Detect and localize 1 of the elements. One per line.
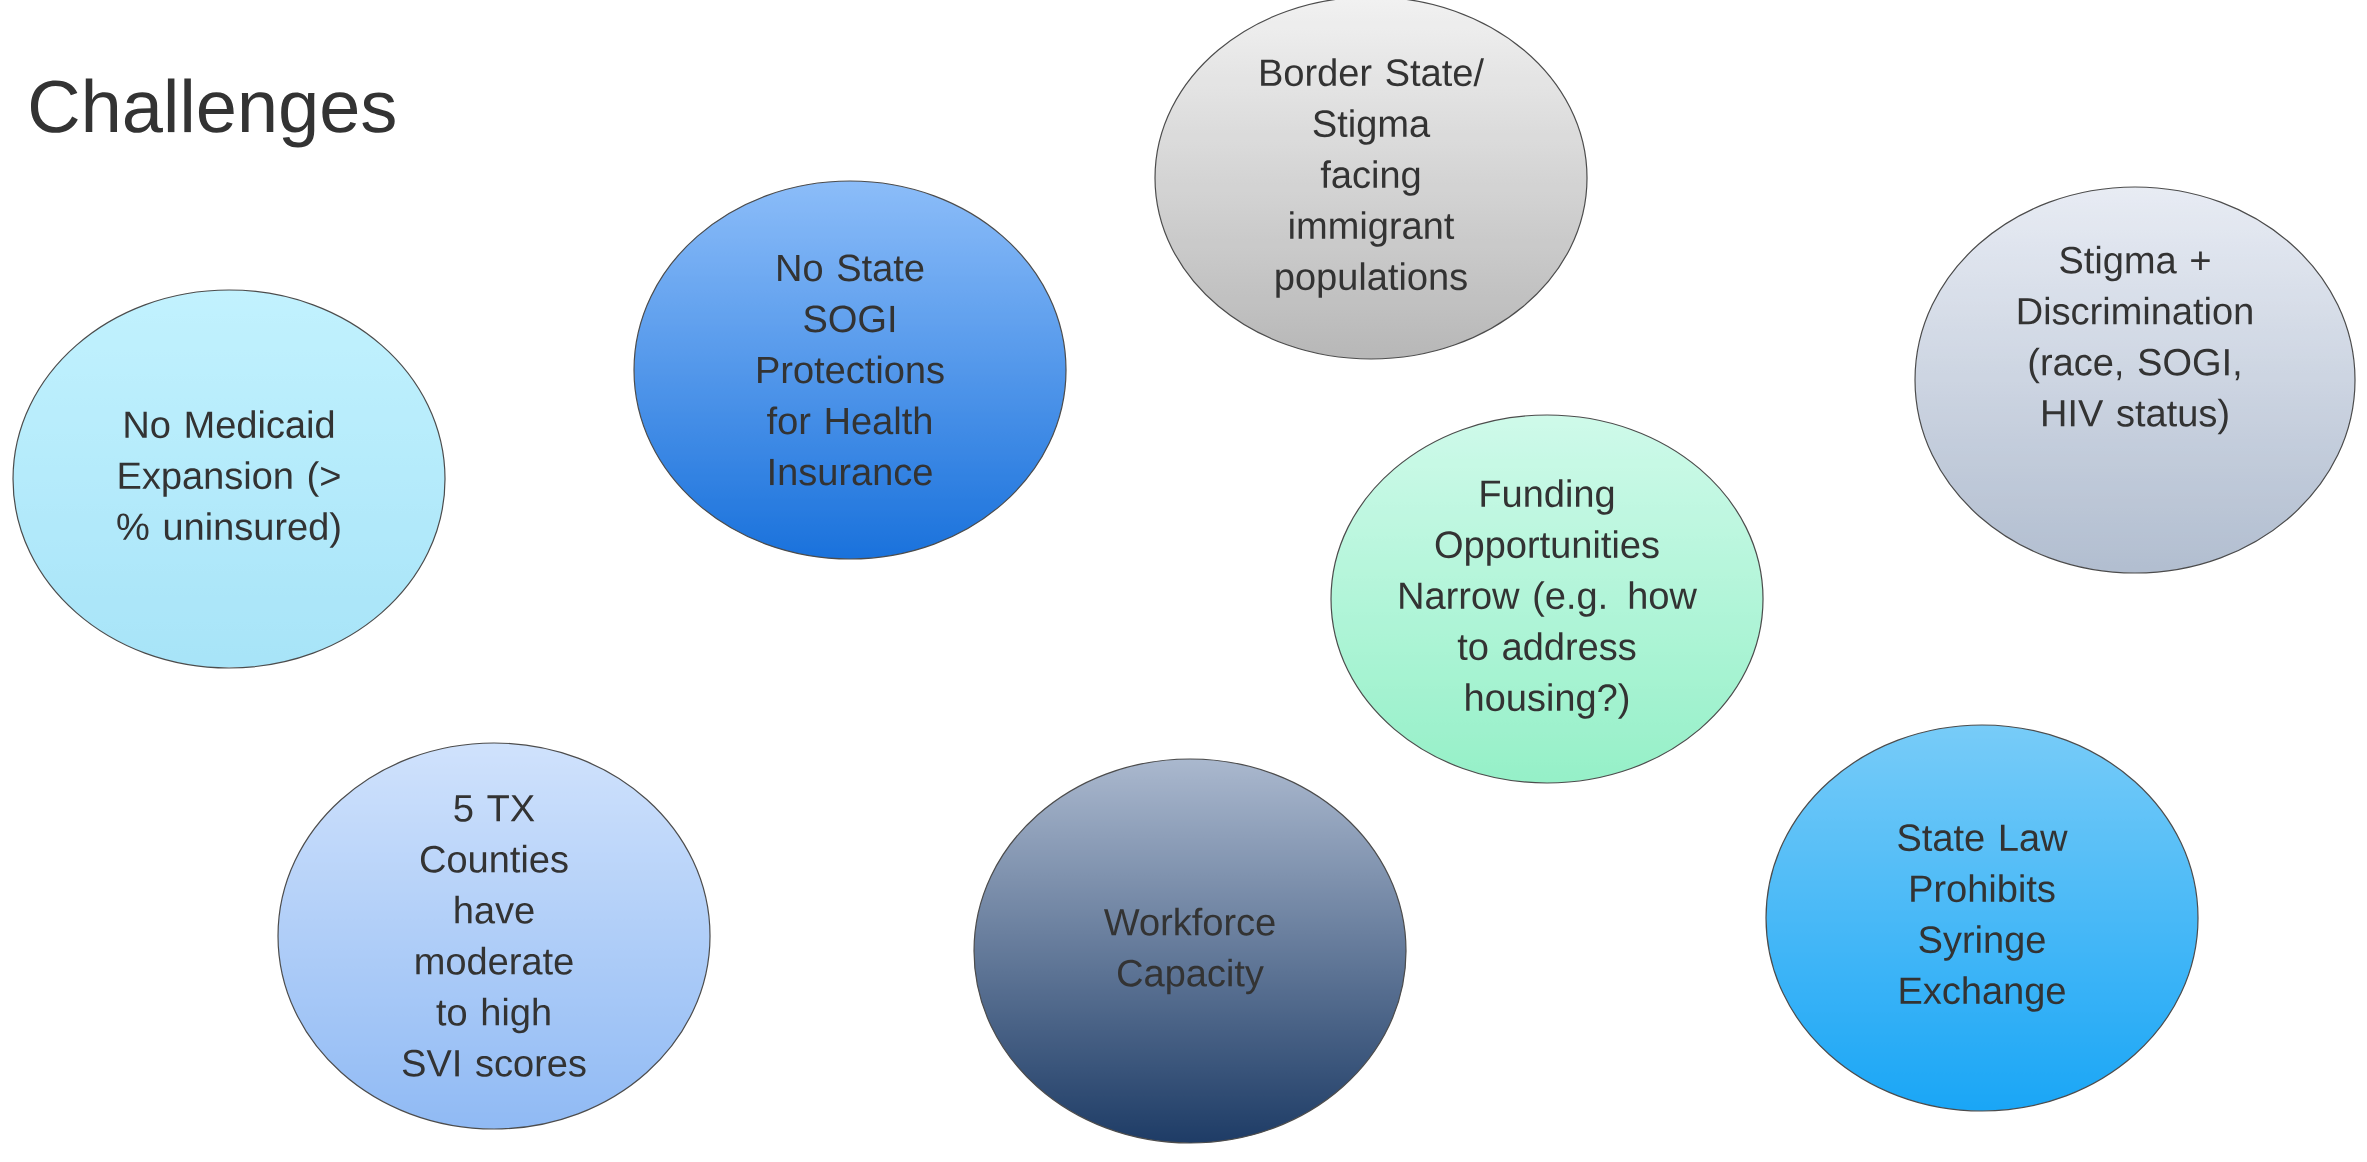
title: Challenges [31,78,395,148]
